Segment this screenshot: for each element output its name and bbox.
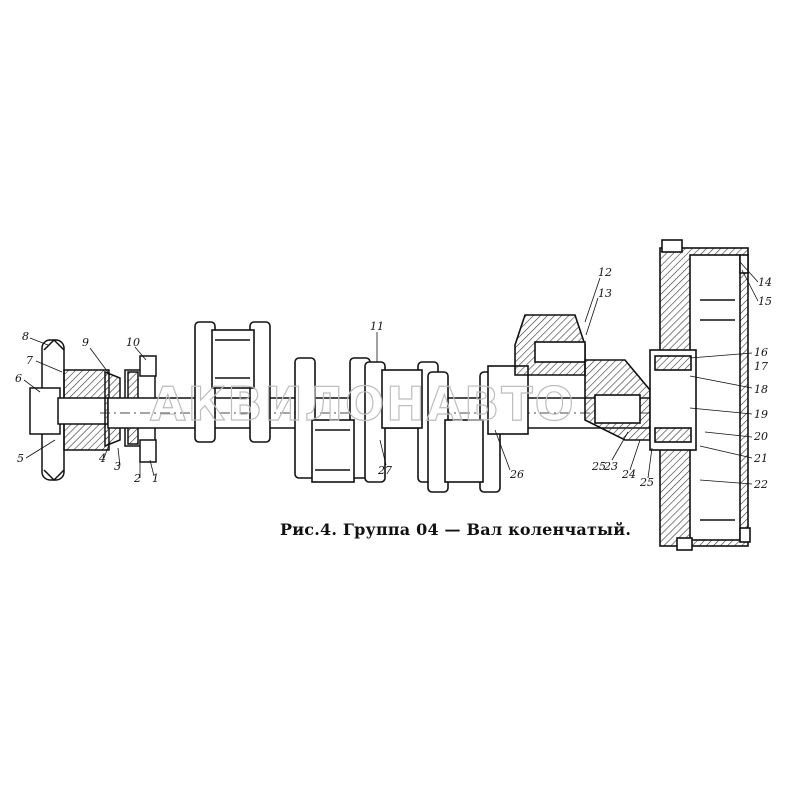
label-4: 4: [98, 452, 106, 465]
pulley: [29, 338, 121, 482]
label-25b: 25: [591, 460, 606, 473]
label-23: 23: [603, 460, 618, 473]
label-22: 22: [753, 478, 768, 491]
label-24: 24: [621, 468, 636, 481]
part-labels: 1 2 3 4 5 6 7 8 9 10 11 12 13 14 15 16 1…: [15, 266, 772, 491]
label-3: 3: [114, 460, 121, 473]
label-27: 27: [377, 464, 392, 477]
label-21: 21: [753, 452, 768, 465]
label-25a: 25: [639, 476, 654, 489]
label-9: 9: [82, 336, 89, 349]
figure-caption: Рис.4. Группа 04 — Вал коленчатый.: [280, 520, 632, 539]
label-13: 13: [598, 287, 612, 300]
label-12: 12: [598, 266, 612, 279]
label-7: 7: [26, 354, 33, 367]
label-5: 5: [17, 452, 24, 465]
crank-throws: [194, 314, 651, 493]
label-17: 17: [754, 360, 768, 373]
label-1: 1: [152, 472, 159, 485]
label-11: 11: [370, 320, 384, 333]
label-8: 8: [22, 330, 29, 343]
label-19: 19: [754, 408, 768, 421]
label-6: 6: [15, 372, 22, 385]
flywheel: [649, 239, 751, 551]
label-26: 26: [509, 468, 524, 481]
label-20: 20: [753, 430, 768, 443]
leader-lines: [23, 261, 759, 485]
label-10: 10: [126, 336, 140, 349]
label-15: 15: [758, 295, 772, 308]
label-18: 18: [754, 383, 768, 396]
label-16: 16: [754, 346, 768, 359]
label-2: 2: [133, 472, 141, 485]
watermark: АКВИЛОНАВТО: [150, 377, 576, 431]
label-14: 14: [758, 276, 772, 289]
